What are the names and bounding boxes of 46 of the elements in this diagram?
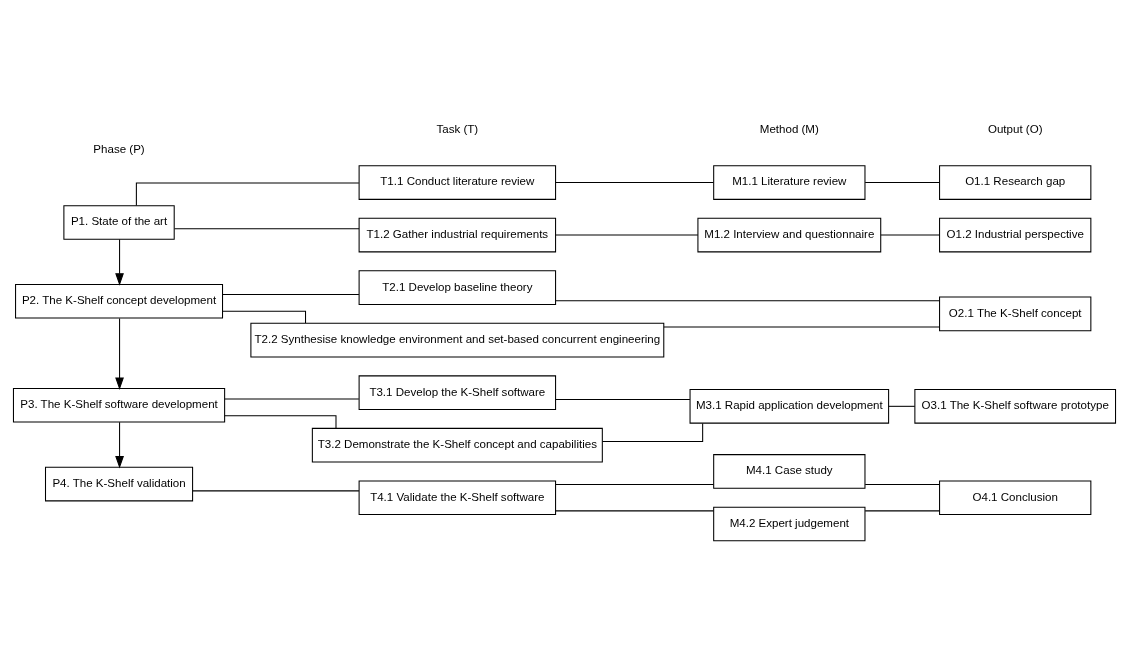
node-box: M3.1 Rapid application development xyxy=(689,389,890,424)
label: Method (M) xyxy=(759,122,819,135)
node-box: M4.1 Case study xyxy=(713,454,866,489)
node-box: M4.2 Expert judgement xyxy=(713,506,866,542)
connector xyxy=(555,484,714,486)
connector xyxy=(602,423,704,443)
node-box: M1.2 Interview and questionnaire xyxy=(697,217,882,253)
connector xyxy=(864,182,940,184)
node-box: T3.1 Develop the K-Shelf software xyxy=(358,375,557,410)
node-box: P4. The K-Shelf validation xyxy=(44,466,194,502)
node-box: P2. The K-Shelf concept development xyxy=(15,283,224,319)
connector xyxy=(555,398,691,400)
node-box: T1.2 Gather industrial requirements xyxy=(358,217,557,253)
arrow xyxy=(115,317,124,390)
node-box: O2.1 The K-Shelf concept xyxy=(939,296,1092,332)
connector xyxy=(864,510,940,512)
node-box: T3.2 Demonstrate the K-Shelf concept and capabilities xyxy=(311,427,603,463)
connector xyxy=(222,293,360,295)
connector xyxy=(663,326,941,328)
connector xyxy=(555,182,714,184)
connector xyxy=(555,510,714,512)
connector xyxy=(864,484,940,486)
connector xyxy=(555,234,699,236)
node-box: O4.1 Conclusion xyxy=(939,480,1092,516)
connector xyxy=(135,182,360,207)
node-box: T1.1 Conduct literature review xyxy=(358,165,557,200)
node-box: O1.2 Industrial perspective xyxy=(939,217,1092,253)
node-box: O3.1 The K-Shelf software prototype xyxy=(914,389,1117,424)
label: Phase (P) xyxy=(93,142,145,155)
node-box: T2.1 Develop baseline theory xyxy=(358,270,557,305)
arrow xyxy=(115,421,124,469)
node-box: T4.1 Validate the K-Shelf software xyxy=(358,480,557,516)
node-box: T2.2 Synthesise knowledge environment and set-based concurrent engineering xyxy=(250,322,665,358)
node-box: P3. The K-Shelf software development xyxy=(12,387,226,423)
node-box: P1. State of the art xyxy=(63,205,175,240)
label: Output (O) xyxy=(987,122,1043,135)
node-box: O1.1 Research gap xyxy=(939,165,1092,200)
arrow xyxy=(115,239,124,286)
label: Task (T) xyxy=(436,122,479,135)
connector xyxy=(224,398,360,400)
connector xyxy=(888,405,916,407)
connector xyxy=(555,300,940,302)
node-box: M1.1 Literature review xyxy=(713,165,866,200)
connector xyxy=(174,228,360,230)
connector xyxy=(880,234,940,236)
connector xyxy=(192,490,360,492)
